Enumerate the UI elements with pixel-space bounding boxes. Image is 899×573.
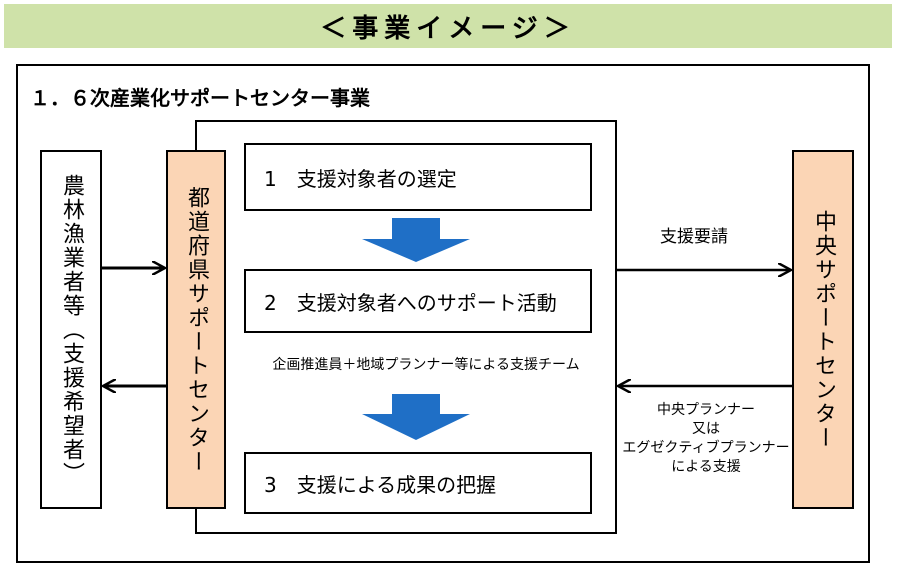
central-support-note: 中央プランナー 又は エグゼクティブプランナー による支援 — [620, 401, 792, 477]
prefecture-center-node: 都道府県サポートセンター — [166, 150, 226, 509]
support-note-line: 中央プランナー — [657, 402, 755, 418]
support-note-line: 又は — [692, 420, 720, 437]
diagram-frame — [16, 64, 870, 563]
page-title: ＜事業イメージ＞ — [4, 4, 892, 48]
farmers-node: 農林漁業者等（支援希望者） — [40, 150, 102, 509]
section-title: １．６次産業化サポートセンター事業 — [30, 86, 370, 110]
central-center-node: 中央サポートセンター — [792, 150, 854, 509]
step-3-box: 3 支援による成果の把握 — [244, 452, 592, 514]
support-note-line: による支援 — [671, 458, 741, 475]
flow-arrow-down-1 — [362, 218, 470, 262]
support-request-label: 支援要請 — [660, 227, 728, 247]
flow-arrow-down-2 — [362, 394, 470, 440]
support-note-line: エグゼクティブプランナー — [622, 439, 790, 456]
step-1-box: 1 支援対象者の選定 — [244, 143, 592, 211]
support-team-label: 企画推進員＋地域プランナー等による支援チーム — [272, 357, 580, 373]
step-2-box: 2 支援対象者へのサポート活動 — [244, 269, 592, 333]
